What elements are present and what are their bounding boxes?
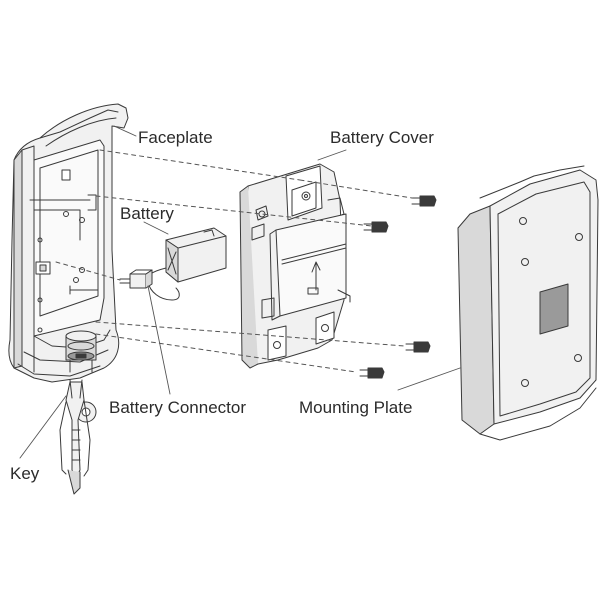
leader-lines [19, 125, 461, 459]
battery-cover-part [239, 163, 351, 369]
faceplate-leader [113, 125, 137, 137]
mounting-plate-label: Mounting Plate [299, 398, 413, 417]
mounting-plate-leader [397, 367, 461, 391]
battery-connector-leader [147, 285, 171, 395]
screws [359, 195, 437, 379]
battery-cover-leader [317, 149, 347, 161]
battery-label: Battery [120, 204, 174, 223]
faceplate-label: Faceplate [138, 128, 213, 147]
battery-connector-label: Battery Connector [109, 398, 247, 417]
mounting-plate-part [457, 165, 599, 441]
battery-cover-label: Battery Cover [330, 128, 434, 147]
screw-1 [411, 195, 437, 207]
battery-connector-part [119, 267, 180, 301]
screw-2 [363, 221, 389, 233]
screw-4 [359, 367, 385, 379]
assembly-dashed-lines [55, 149, 413, 373]
faceplate-part [8, 103, 129, 383]
screw-3 [405, 341, 431, 353]
battery-part [165, 227, 227, 283]
key-label: Key [10, 464, 40, 483]
key-part [59, 379, 97, 495]
key-leader [19, 395, 67, 459]
battery-leader [143, 221, 169, 235]
